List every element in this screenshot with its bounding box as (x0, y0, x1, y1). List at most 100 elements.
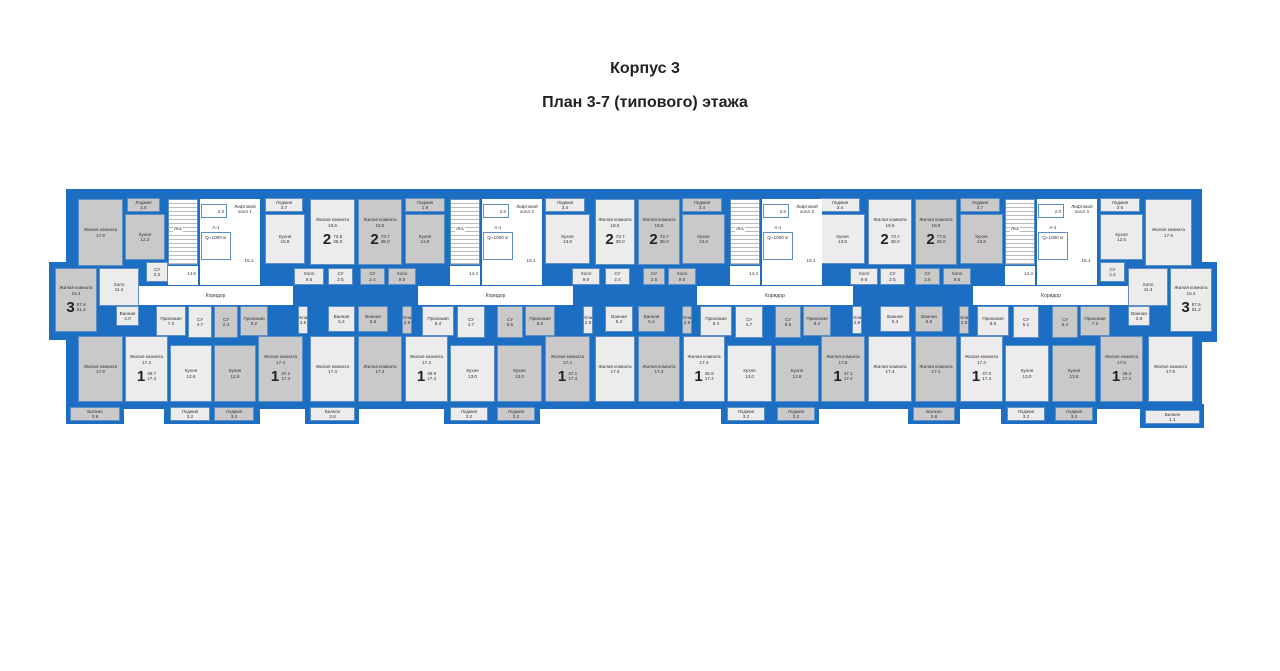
room-area: 2.8 (960, 320, 968, 325)
room-area: 9.5 (953, 276, 961, 282)
room-name: Холл (396, 271, 408, 277)
room-area: 17.4 (142, 359, 151, 365)
room-name: Кухня (836, 233, 849, 239)
stair-label: Лн1 (734, 226, 746, 233)
room-name: Балкон (87, 408, 103, 414)
room-area: 17.4 (654, 369, 664, 374)
room-name: Жилая комната (550, 354, 585, 360)
room-area: 12.6 (186, 373, 196, 379)
floor-plan-title: План 3-7 (типового) этажа (542, 94, 748, 111)
room-area: 17.6 (1117, 359, 1126, 365)
apartment-living-area: 36.0 (380, 239, 390, 245)
room-name: СУ (506, 316, 514, 322)
apartment-total-area: 47.1 (568, 371, 578, 376)
room-area: 2.8 (403, 320, 411, 325)
corridor: Коридор (973, 286, 1129, 305)
apartment-total-area: 73.7 (615, 234, 625, 239)
room-name: Жилая комната (598, 217, 632, 223)
room-name: Ванная (333, 313, 350, 319)
apartment-badge: 3 87.6 61.2 (66, 300, 85, 315)
room-name: Жилая комната (363, 217, 397, 223)
room-name: СУ (467, 316, 475, 322)
apartment-living-area: 17.4 (147, 376, 157, 382)
room-area: 2.8 (584, 320, 592, 325)
room-name: Прихожая (243, 315, 265, 321)
apartment-living-area: 17.4 (427, 376, 437, 382)
room-name: Жилая комната (598, 363, 632, 369)
room-area: 3.4 (561, 205, 569, 210)
room-area: 3.8 (1135, 316, 1143, 321)
apartment-living-area: 36.0 (615, 239, 625, 245)
apartment-living-area: 17.4 (843, 376, 853, 382)
room-name: Лоджия (225, 408, 243, 414)
apartment-total-area: 46.7 (147, 371, 157, 376)
room-name: Кухня (790, 368, 804, 374)
room-area: 8.2 (250, 321, 258, 326)
room-area: 18.6 (654, 222, 664, 228)
room-name: Кладовая (299, 314, 308, 320)
room-area: 17.4 (931, 369, 941, 374)
room-area: 2.4 (614, 276, 621, 282)
apartment-total-area: 87.6 (1191, 302, 1201, 307)
room-name: Лоджия (460, 408, 478, 414)
room-area: 4.7 (196, 322, 204, 327)
lift-shaft-room: 2.0 (1038, 204, 1064, 218)
room-name: Жилая комната (1104, 354, 1139, 360)
lift-shaft-room: 2.0 (201, 204, 227, 218)
room-area: 17.6 (838, 359, 848, 365)
room-name: Жилая комната (83, 227, 118, 233)
room-name: Холл (676, 271, 688, 277)
room-area: 17.4 (328, 369, 337, 374)
lift-label: А-1 (774, 225, 782, 230)
apartment-total-area: 73.7 (890, 234, 900, 239)
lift-shaft-room: 2.0 (483, 204, 509, 218)
room-area: 9.6 (305, 276, 313, 282)
room-name: Кухня (184, 368, 198, 374)
apartment-total-area: 87.6 (76, 302, 86, 307)
room-name: Кухня (697, 233, 710, 239)
apartment-room-count: 2 (370, 230, 379, 248)
room-area: 2.5 (337, 276, 344, 282)
room-area: 5.1 (1022, 322, 1030, 327)
room-area: 2.5 (924, 276, 931, 282)
vestibule-area: 14.6 (168, 266, 198, 285)
staircase (730, 199, 760, 265)
apartment-total-area: 47.1 (843, 371, 853, 376)
room-area: 17.4 (375, 369, 385, 374)
staircase (450, 199, 480, 265)
room-area: 3.8 (930, 414, 938, 419)
room-area: 17.9 (96, 369, 105, 374)
room-name: Ванная (365, 313, 381, 319)
room-area: 2.3 (222, 322, 230, 327)
room-name: Жилая комната (642, 217, 676, 223)
storage: Кладовая2.8 (402, 306, 412, 334)
room-name: Лоджия (1017, 408, 1035, 414)
